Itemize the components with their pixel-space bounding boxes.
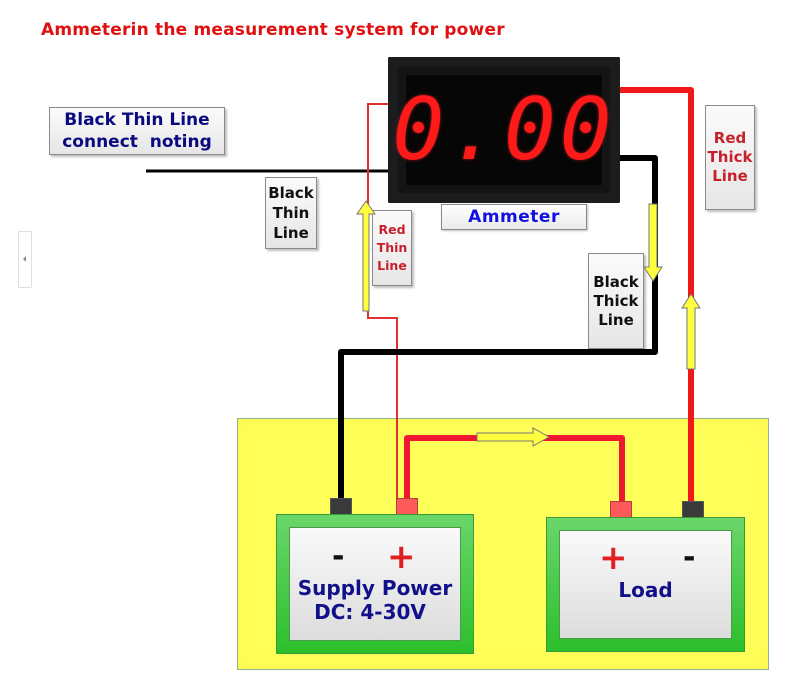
red-thin-line-label: Red Thin Line xyxy=(372,210,412,286)
load-plus-sign: + xyxy=(599,538,628,578)
supply-minus-sign: - xyxy=(332,539,345,574)
note-label: Black Thin Line connect noting xyxy=(49,107,225,155)
supply-panel: - + Supply Power DC: 4-30V xyxy=(289,527,461,641)
label-line: Red xyxy=(713,129,747,147)
black-thick-line-label: Black Thick Line xyxy=(588,253,644,349)
supply-plus-sign: + xyxy=(387,537,416,577)
ammeter-bezel xyxy=(406,75,602,185)
label-line: Line xyxy=(377,258,407,273)
note-line-2: connect noting xyxy=(62,132,212,152)
label-line: Line xyxy=(273,224,309,242)
arrow-icon xyxy=(356,200,376,312)
load-minus-sign: - xyxy=(683,540,696,575)
arrow-icon xyxy=(681,293,701,370)
supply-line-2: DC: 4-30V xyxy=(314,600,426,624)
load-label: Load xyxy=(618,578,673,602)
page-title: Ammeterin the measurement system for pow… xyxy=(41,20,505,40)
load-panel: + - Load xyxy=(559,530,732,639)
red-thin-wire xyxy=(367,103,398,506)
label-line: Thin xyxy=(376,240,408,255)
sidebar-toggle[interactable] xyxy=(18,231,32,288)
label-line: Red xyxy=(378,222,406,237)
label-line: Thick xyxy=(593,291,639,310)
supply-power-battery: - + Supply Power DC: 4-30V xyxy=(276,514,474,654)
black-thin-line-label: Black Thin Line xyxy=(265,177,317,249)
label-line: Line xyxy=(598,310,634,329)
chevron-left-icon xyxy=(23,256,26,262)
label-line: Thick xyxy=(707,148,753,166)
ammeter-label: Ammeter xyxy=(441,204,587,230)
ammeter-device: 0.00 xyxy=(388,57,620,203)
supply-line-1: Supply Power xyxy=(297,576,453,600)
label-line: Black xyxy=(593,272,639,291)
label-line: Line xyxy=(712,167,748,185)
arrow-icon xyxy=(643,203,663,282)
arrow-icon xyxy=(476,427,551,447)
label-line: Black xyxy=(268,184,314,202)
note-line-1: Black Thin Line xyxy=(64,110,210,130)
red-thick-line-label: Red Thick Line xyxy=(705,105,755,210)
load-battery: + - Load xyxy=(546,517,745,652)
label-line: Thin xyxy=(272,204,310,222)
black-thick-wire xyxy=(338,155,658,500)
ammeter-display: 0.00 xyxy=(392,80,616,180)
